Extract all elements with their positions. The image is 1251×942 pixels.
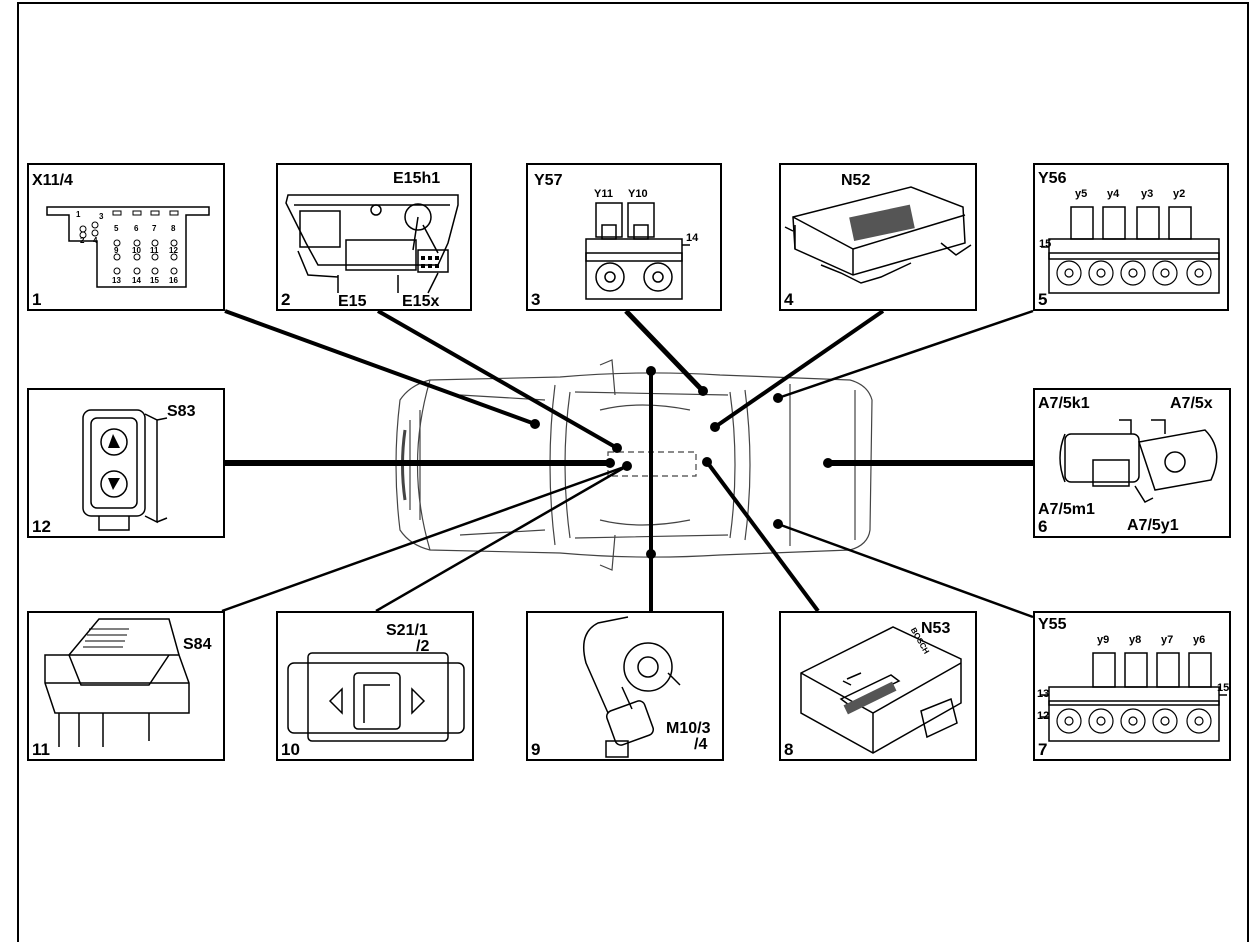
switch-drawing: [82, 409, 168, 531]
panel-3-valve-y57: Y57 Y11 Y10 14 3: [526, 163, 722, 311]
pump-drawing: [1059, 419, 1218, 503]
label-y6: y6: [1193, 634, 1206, 646]
label-n53: N53: [921, 620, 951, 637]
connector-drawing: [46, 206, 210, 288]
label-y8: y8: [1129, 634, 1142, 646]
leader-lines: [221, 309, 1034, 619]
label-m10-3: M10/3: [666, 720, 711, 737]
pin-9: 9: [114, 246, 119, 255]
label-y10: Y10: [628, 188, 648, 200]
panel-number: 6: [1038, 517, 1048, 536]
label-a7-5x: A7/5x: [1170, 395, 1213, 412]
pin-3: 3: [99, 212, 104, 221]
pin-1: 1: [76, 210, 81, 219]
connection-dots: [530, 366, 833, 559]
label-e15: E15: [338, 293, 367, 310]
panel-10-switch-s21-1: S21/1 /2 10: [276, 611, 474, 761]
panel-6-pump-a7-5: A7/5k1 A7/5x A7/5m1 A7/5y1 6: [1033, 388, 1231, 538]
label-port-12: 12: [1037, 710, 1050, 722]
panel-number: 8: [784, 740, 794, 759]
pin-10: 10: [132, 246, 141, 255]
panel-number: 10: [281, 740, 300, 759]
label-a7-5y1: A7/5y1: [1127, 517, 1179, 534]
label-y3: y3: [1141, 188, 1154, 200]
pin-2: 2: [80, 236, 85, 245]
panel-number: 12: [32, 517, 51, 536]
switch-drawing: [287, 652, 465, 742]
pin-12: 12: [169, 246, 178, 255]
label-s84: S84: [183, 636, 212, 653]
label-port-14: 14: [686, 232, 699, 244]
label-y4: y4: [1107, 188, 1120, 200]
label-e15h1: E15h1: [393, 170, 441, 187]
label-y5: y5: [1075, 188, 1088, 200]
pin-15: 15: [150, 276, 159, 285]
label-port-15: 15: [1039, 238, 1052, 250]
control-unit-drawing: [800, 626, 962, 754]
label-n52: N52: [841, 172, 871, 189]
panel-number: 9: [531, 740, 541, 759]
label-y55: Y55: [1038, 616, 1067, 633]
panel-1-connector-x11-4: X11/4 1 2 3 4 5 6 7 8 9 10 11 12 13 14 1…: [27, 163, 225, 311]
pin-8: 8: [171, 224, 176, 233]
pin-6: 6: [134, 224, 139, 233]
panel-8-control-unit-n53: N53 BOSCH 8: [779, 611, 977, 761]
label-y56: Y56: [1038, 170, 1067, 187]
label-s21-1: S21/1: [386, 622, 428, 639]
motor-drawing: [583, 616, 681, 758]
label-port-13: 13: [1037, 688, 1050, 700]
panel-11-switch-s84: S84 11: [27, 611, 225, 761]
pin-7: 7: [152, 224, 157, 233]
label-y2: y2: [1173, 188, 1186, 200]
panel-4-control-unit-n52: N52 4: [779, 163, 977, 311]
vehicle-diagram: [221, 309, 1034, 619]
lamp-drawing: [285, 194, 459, 294]
label-y57: Y57: [534, 172, 563, 189]
drawing-frame: [17, 2, 1249, 942]
control-unit-drawing: [784, 186, 972, 284]
panel-5-valve-y56: Y56 y5 y4 y3 y2 15 5: [1033, 163, 1229, 311]
switch-drawing: [44, 618, 190, 747]
panel-number: 11: [32, 740, 50, 759]
label-y9: y9: [1097, 634, 1110, 646]
label-a7-5k1: A7/5k1: [1038, 395, 1090, 412]
panel-2-lamp-e15: E15h1 E15 E15x 2: [276, 163, 472, 311]
panel-number: 3: [531, 290, 541, 309]
panel-7-valve-y55: Y55 y9 y8 y7 y6 13 12 15 7: [1033, 611, 1231, 761]
panel-number: 4: [784, 290, 794, 309]
label-a7-5m1: A7/5m1: [1038, 501, 1095, 518]
pin-5: 5: [114, 224, 119, 233]
valve-block-drawing: [1041, 206, 1220, 294]
label-x11-4: X11/4: [32, 172, 73, 189]
panel-9-motor-m10-3: M10/3 /4 9: [526, 611, 724, 761]
pin-14: 14: [132, 276, 141, 285]
pin-11: 11: [150, 246, 159, 255]
panel-number: 1: [32, 290, 42, 309]
label-s83: S83: [167, 403, 196, 420]
pin-13: 13: [112, 276, 121, 285]
label-port-15: 15: [1217, 682, 1230, 694]
label-y11: Y11: [594, 188, 613, 200]
panel-12-switch-s83: S83 12: [27, 388, 225, 538]
valve-block-drawing: [585, 202, 690, 300]
label-s21-2: /2: [416, 638, 430, 655]
panel-number: 2: [281, 290, 291, 309]
panel-number: 5: [1038, 290, 1048, 309]
valve-block-drawing: [1041, 652, 1227, 742]
label-m10-4: /4: [694, 736, 708, 753]
pin-16: 16: [169, 276, 178, 285]
label-e15x: E15x: [402, 293, 440, 310]
pin-4: 4: [93, 236, 98, 245]
label-y7: y7: [1161, 634, 1174, 646]
panel-number: 7: [1038, 740, 1048, 759]
